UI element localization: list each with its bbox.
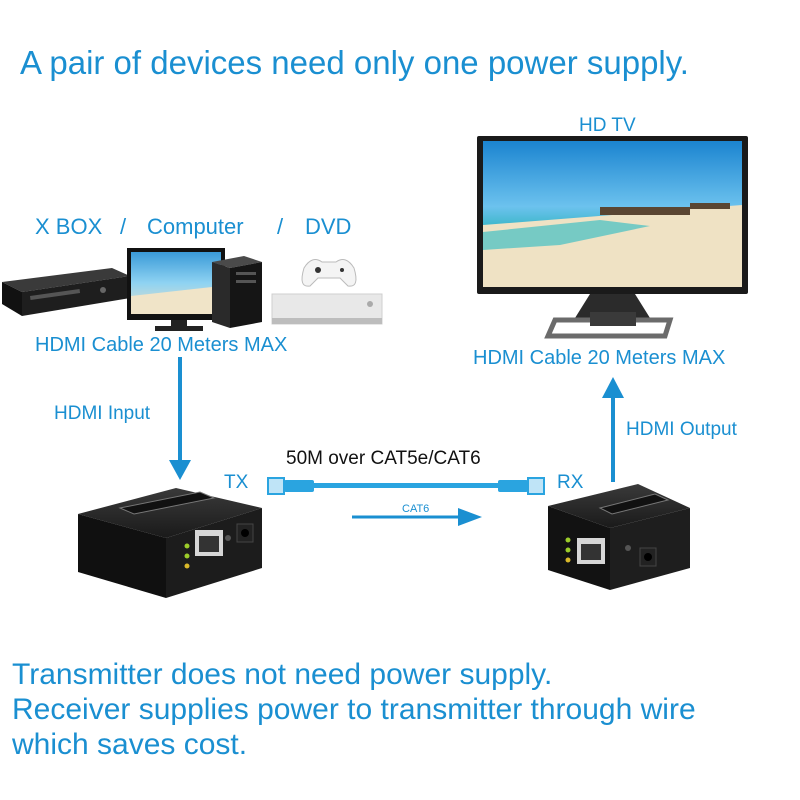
hdmi-output-arrow	[602, 377, 624, 482]
hdmi-input-label: HDMI Input	[54, 403, 151, 424]
dvd-label: DVD	[305, 214, 352, 239]
xbox-label: X BOX	[35, 214, 103, 239]
ethernet-cable	[267, 477, 545, 495]
left-cable-label: HDMI Cable 20 Meters MAX	[35, 334, 288, 356]
cat6-arrow-label: CAT6	[402, 503, 429, 515]
transmitter-device-image	[78, 488, 262, 598]
separator-1: /	[120, 214, 127, 239]
hdtv-label: HD TV	[579, 115, 636, 136]
dvd-player-image	[2, 268, 130, 316]
cat6-arrow	[352, 508, 482, 526]
separator-2: /	[277, 214, 284, 239]
xbox-image	[271, 259, 383, 325]
bottom-line-3: which saves cost.	[12, 728, 248, 761]
computer-monitor-image	[127, 248, 225, 331]
hdtv-image	[477, 136, 748, 339]
tx-label: TX	[224, 472, 249, 493]
receiver-device-image	[548, 484, 690, 590]
right-cable-label: HDMI Cable 20 Meters MAX	[473, 347, 726, 369]
headline: A pair of devices need only one power su…	[20, 44, 689, 81]
hdmi-input-arrow	[169, 357, 191, 480]
pc-tower-image	[212, 256, 262, 328]
hdmi-output-label: HDMI Output	[626, 419, 737, 440]
bottom-line-1: Transmitter does not need power supply.	[12, 658, 553, 691]
computer-label: Computer	[147, 214, 244, 239]
bottom-line-2: Receiver supplies power to transmitter t…	[12, 693, 696, 726]
cat-label: 50M over CAT5e/CAT6	[286, 448, 481, 469]
bottom-description: Transmitter does not need power supply. …	[12, 657, 696, 762]
rx-label: RX	[557, 472, 584, 493]
